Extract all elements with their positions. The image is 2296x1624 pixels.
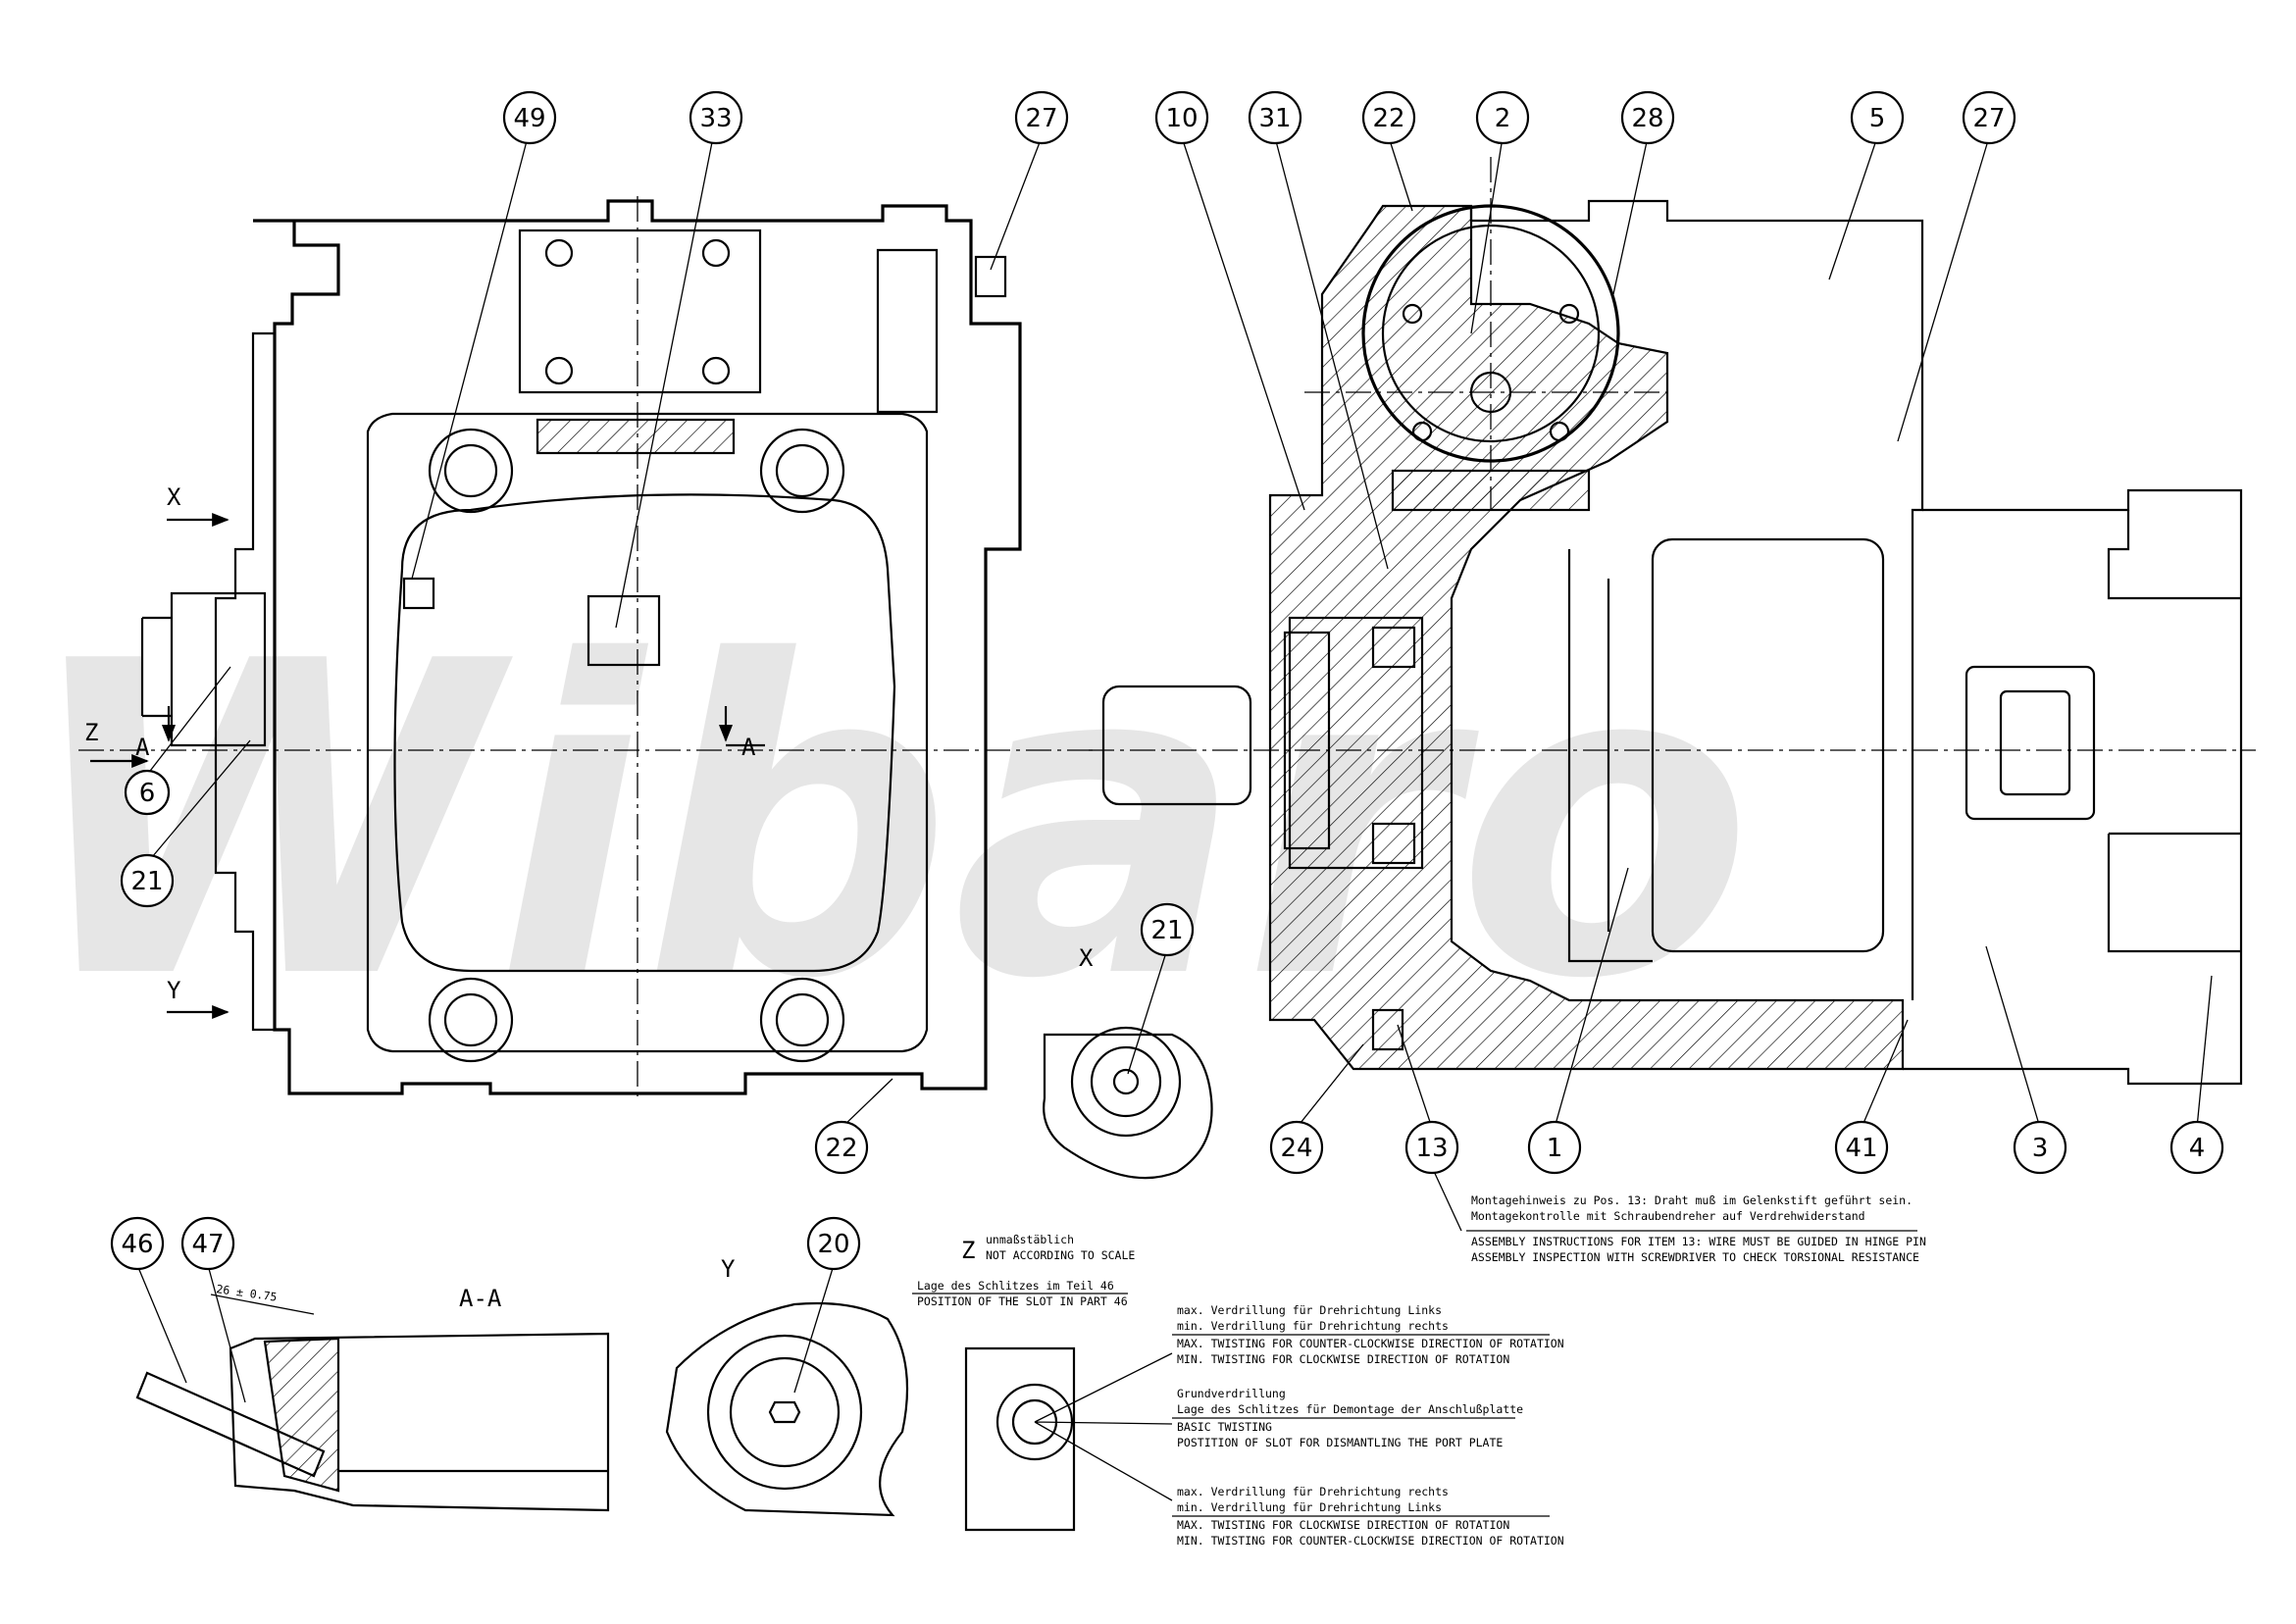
balloon-47: 47	[180, 1216, 235, 1271]
detail-x: X	[1043, 944, 1213, 1180]
balloon-27-left: 27	[1014, 90, 1069, 145]
balloon-49: 49	[502, 90, 557, 145]
detail-y: Y	[665, 1255, 909, 1517]
twist-note-b1: Grundverdrillung	[1177, 1387, 1286, 1400]
assembly-note-en2: ASSEMBLY INSPECTION WITH SCREWDRIVER TO …	[1471, 1250, 1919, 1264]
svg-text:27: 27	[1025, 104, 1057, 133]
svg-text:20: 20	[817, 1230, 849, 1259]
svg-text:22: 22	[825, 1134, 857, 1163]
balloons: 49 33 27 10 31 22 2 28 5 27 6 21 21 22 2…	[110, 90, 2224, 1271]
z-slot-note-de: Lage des Schlitzes im Teil 46	[917, 1279, 1114, 1293]
assembly-note-en1: ASSEMBLY INSTRUCTIONS FOR ITEM 13: WIRE …	[1471, 1235, 1926, 1248]
twist-note-c3: MAX. TWISTING FOR CLOCKWISE DIRECTION OF…	[1177, 1518, 1509, 1532]
twist-note-a2: min. Verdrillung für Drehrichtung rechts	[1177, 1319, 1449, 1333]
twist-note-b4: POSTITION OF SLOT FOR DISMANTLING THE PO…	[1177, 1436, 1503, 1449]
detail-z: Z unmaßstäblich NOT ACCORDING TO SCALE L…	[912, 1233, 1173, 1532]
twist-note-c4: MIN. TWISTING FOR COUNTER-CLOCKWISE DIRE…	[1177, 1534, 1564, 1548]
svg-text:21: 21	[1150, 916, 1183, 945]
view-letter-y-detail: Y	[721, 1255, 736, 1283]
svg-text:47: 47	[191, 1230, 224, 1259]
svg-text:27: 27	[1972, 104, 2005, 133]
balloon-33: 33	[689, 90, 743, 145]
balloon-4: 4	[2169, 1120, 2224, 1175]
front-view: X Y Z A A	[78, 196, 1098, 1098]
balloon-28: 28	[1620, 90, 1675, 145]
svg-text:4: 4	[2189, 1134, 2206, 1163]
balloon-20: 20	[806, 1216, 861, 1271]
balloon-1: 1	[1527, 1120, 1582, 1175]
twist-note-a4: MIN. TWISTING FOR CLOCKWISE DIRECTION OF…	[1177, 1352, 1509, 1366]
svg-text:24: 24	[1280, 1134, 1312, 1163]
view-letter-x-detail: X	[1079, 944, 1094, 972]
section-letter-a-left: A	[135, 734, 150, 761]
svg-text:2: 2	[1495, 104, 1511, 133]
svg-text:41: 41	[1845, 1134, 1877, 1163]
svg-text:3: 3	[2032, 1134, 2049, 1163]
z-note-en: NOT ACCORDING TO SCALE	[986, 1248, 1135, 1262]
balloon-24: 24	[1269, 1120, 1324, 1175]
svg-text:1: 1	[1547, 1134, 1563, 1163]
section-a-a: A-A 26 ± 0.75	[135, 1282, 610, 1512]
balloon-13: 13	[1404, 1120, 1459, 1175]
leader-lines	[136, 136, 2213, 1403]
balloon-22-top: 22	[1361, 90, 1416, 145]
balloon-3: 3	[2013, 1120, 2067, 1175]
view-letter-x: X	[167, 483, 181, 511]
twist-note-b3: BASIC TWISTING	[1177, 1420, 1272, 1434]
twist-note-b2: Lage des Schlitzes für Demontage der Ans…	[1177, 1402, 1523, 1416]
dimension-26: 26 ± 0.75	[216, 1282, 279, 1304]
balloon-10: 10	[1154, 90, 1209, 145]
view-letter-z-detail: Z	[961, 1237, 975, 1264]
twist-note-c1: max. Verdrillung für Drehrichtung rechts	[1177, 1485, 1449, 1498]
balloon-27-right: 27	[1962, 90, 2016, 145]
balloon-5: 5	[1850, 90, 1905, 145]
twist-note-a3: MAX. TWISTING FOR COUNTER-CLOCKWISE DIRE…	[1177, 1337, 1564, 1350]
twist-note-a1: max. Verdrillung für Drehrichtung Links	[1177, 1303, 1442, 1317]
balloon-21-left: 21	[120, 853, 175, 908]
svg-text:31: 31	[1258, 104, 1291, 133]
view-letter-z: Z	[84, 719, 98, 746]
assembly-note-de2: Montagekontrolle mit Schraubendreher auf…	[1471, 1209, 1865, 1223]
twist-note-c2: min. Verdrillung für Drehrichtung Links	[1177, 1500, 1442, 1514]
balloon-41: 41	[1834, 1120, 1889, 1175]
svg-text:22: 22	[1372, 104, 1404, 133]
svg-text:5: 5	[1869, 104, 1886, 133]
z-slot-note-en: POSITION OF THE SLOT IN PART 46	[917, 1294, 1128, 1308]
balloon-2: 2	[1475, 90, 1530, 145]
view-letter-y: Y	[167, 977, 181, 1004]
svg-text:21: 21	[130, 867, 163, 896]
balloon-31: 31	[1248, 90, 1302, 145]
balloon-46: 46	[110, 1216, 165, 1271]
z-note-de: unmaßstäblich	[986, 1233, 1074, 1246]
svg-text:33: 33	[699, 104, 732, 133]
assembly-note-de1: Montagehinweis zu Pos. 13: Draht muß im …	[1471, 1193, 1913, 1207]
svg-text:13: 13	[1415, 1134, 1448, 1163]
twist-notes: max. Verdrillung für Drehrichtung Links …	[1172, 1303, 1564, 1548]
section-letter-a-mid: A	[741, 734, 756, 761]
balloon-22-bottom: 22	[814, 1120, 869, 1175]
svg-text:10: 10	[1165, 104, 1198, 133]
balloon-21-detail: 21	[1140, 902, 1195, 957]
balloon-6: 6	[124, 769, 171, 816]
svg-text:46: 46	[121, 1230, 153, 1259]
section-label-a-a: A-A	[459, 1285, 502, 1312]
section-view	[1089, 157, 2256, 1086]
assembly-notes: Montagehinweis zu Pos. 13: Draht muß im …	[1431, 1166, 1926, 1264]
svg-text:6: 6	[139, 779, 156, 808]
svg-text:49: 49	[513, 104, 545, 133]
svg-text:28: 28	[1631, 104, 1663, 133]
